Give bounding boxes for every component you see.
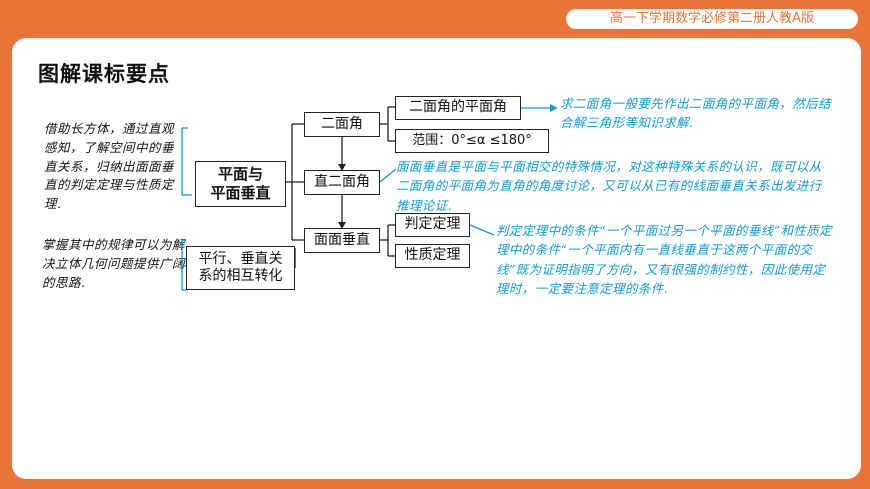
node-right-dihedral: 直二面角 bbox=[304, 170, 380, 195]
left-note-top: 借助长方体，通过直观感知，了解空间中的垂直关系，归纳出面面垂直的判定定理与性质定… bbox=[44, 121, 175, 211]
textbook-badge: 高一下学期数学必修第二册人教A版 bbox=[566, 9, 858, 29]
node-property: 性质定理 bbox=[395, 244, 470, 268]
node-range: 范围：0°≤α ≤180° bbox=[395, 129, 549, 153]
left-note-bottom: 掌握其中的规律可以为解决立体几何问题提供广阔的思路. bbox=[42, 237, 186, 290]
node-main-topic: 平面与 平面垂直 bbox=[195, 161, 286, 207]
annotation-right-dihedral: 面面垂直是平面与平面相交的特殊情况，对这种特殊关系的认识，既可以从二面角的平面角… bbox=[396, 159, 822, 213]
node-plane-perpendicular: 面面垂直 bbox=[304, 228, 380, 253]
annotation-plane-angle: 求二面角一般要先作出二面角的平面角，然后结合解三角形等知识求解. bbox=[560, 96, 831, 131]
node-plane-angle: 二面角的平面角 bbox=[395, 96, 521, 120]
node-main-line2: 平面垂直 bbox=[210, 184, 271, 202]
node-transform-line1: 平行、垂直关 bbox=[198, 250, 283, 267]
page-title: 图解课标要点 bbox=[38, 62, 170, 86]
node-criterion: 判定定理 bbox=[395, 213, 470, 237]
node-transform: 平行、垂直关 系的相互转化 bbox=[186, 246, 295, 290]
node-main-line1: 平面与 bbox=[217, 165, 263, 184]
node-dihedral: 二面角 bbox=[304, 112, 380, 137]
annotation-theorems: 判定定理中的条件“一个平面过另一个平面的垂线”和性质定理中的条件“一个平面内有一… bbox=[496, 223, 833, 297]
node-transform-line2: 系的相互转化 bbox=[198, 268, 283, 284]
